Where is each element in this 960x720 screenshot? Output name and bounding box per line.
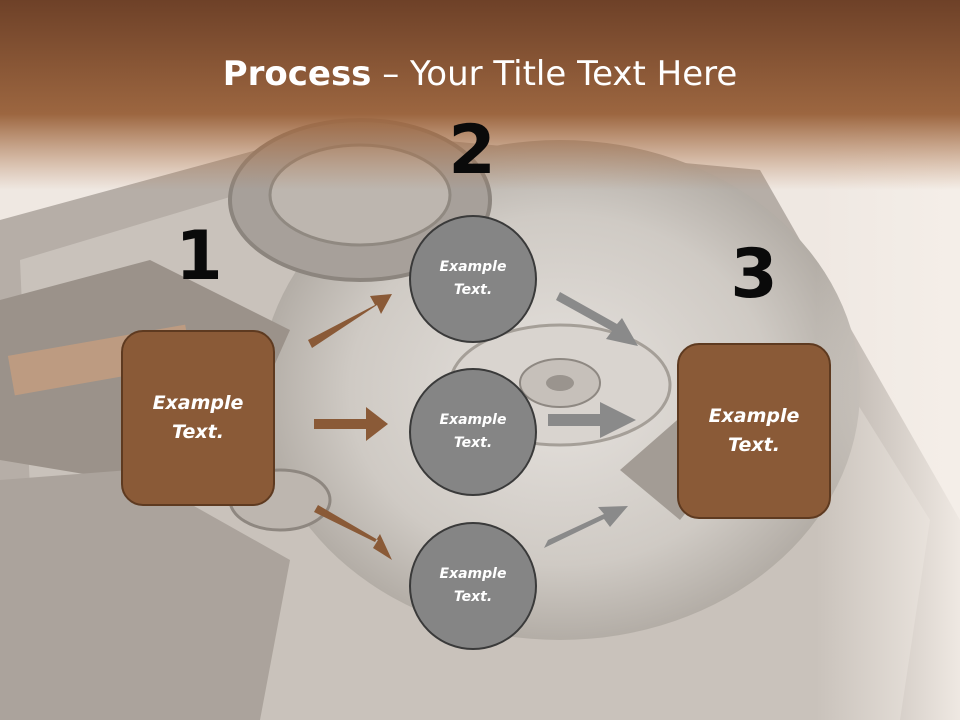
arrow-1-to-circle-bottom — [314, 505, 392, 560]
circle-bottom: Example Text. — [409, 522, 537, 650]
step-3-box: Example Text. — [677, 343, 831, 519]
circle-bottom-text: Example Text. — [439, 566, 507, 605]
arrow-circle-top-to-3 — [556, 292, 638, 346]
step-1-box: Example Text. — [121, 330, 275, 506]
slide-title: Process – Your Title Text Here — [0, 52, 960, 96]
step-3-text: Example Text. — [708, 405, 800, 456]
circle-middle: Example Text. — [409, 368, 537, 496]
step-number-3: 3 — [730, 235, 778, 314]
arrow-circle-mid-to-3 — [548, 402, 636, 438]
step-number-1: 1 — [175, 217, 223, 296]
step-number-2: 2 — [448, 111, 496, 190]
title-bold: Process — [222, 54, 372, 94]
circle-top-text: Example Text. — [439, 259, 507, 298]
title-rest: – Your Title Text Here — [371, 54, 738, 94]
circle-middle-text: Example Text. — [439, 412, 507, 451]
arrow-1-to-circle-top — [308, 294, 392, 348]
arrow-1-to-circle-mid — [314, 407, 388, 441]
arrow-circle-bottom-to-3 — [544, 506, 628, 548]
step-1-text: Example Text. — [152, 392, 244, 443]
circle-top: Example Text. — [409, 215, 537, 343]
